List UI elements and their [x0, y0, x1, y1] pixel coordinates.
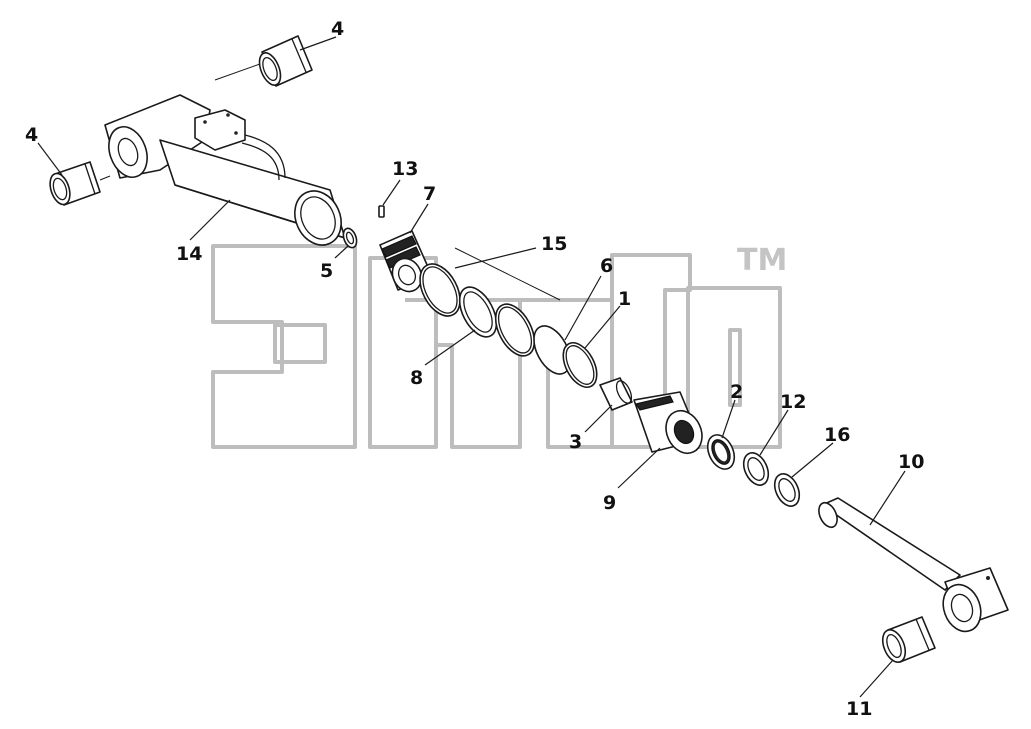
leader-lines: [37, 36, 906, 698]
gland-7: [379, 230, 433, 293]
seal-6b: [533, 325, 571, 375]
callout-9: 9: [603, 492, 616, 514]
callout-14: 14: [176, 243, 202, 265]
o-ring-1: [562, 342, 598, 388]
callout-1: 1: [618, 288, 631, 310]
watermark-letter-3: [520, 298, 614, 449]
piston-9: [633, 391, 703, 454]
pin-13: [378, 205, 385, 218]
callout-7: 7: [423, 183, 436, 205]
callout-11: 11: [846, 698, 872, 720]
callout-10: 10: [898, 451, 924, 473]
bushing-left: [49, 161, 101, 206]
callout-8: 8: [410, 367, 423, 389]
axis-line-mid: [454, 247, 561, 301]
watermark-letter-1-inner: [273, 323, 327, 364]
bushing-upper: [258, 35, 313, 87]
callouts: 4 4 13 7 14 5 15 6 1 8 2 12 16 3 9 10 11: [25, 18, 924, 720]
callout-3: 3: [569, 431, 582, 453]
callout-2: 2: [730, 381, 743, 403]
callout-16: 16: [824, 424, 850, 446]
axis-line-left: [99, 175, 111, 181]
watermark-trademark: TM: [737, 243, 787, 278]
ring-16: [773, 473, 801, 507]
watermark-logo: TM: [211, 243, 787, 449]
axis-line-upper: [214, 63, 261, 81]
watermark-letter-4: [610, 253, 692, 449]
rod-10: [818, 497, 1009, 633]
callout-5: 5: [320, 260, 333, 282]
callout-6: 6: [600, 255, 613, 277]
cylinder-barrel: [104, 94, 346, 246]
callout-13: 13: [392, 158, 418, 180]
ring-12: [742, 452, 770, 486]
spacer-3: [599, 377, 633, 411]
callout-4-upper: 4: [331, 18, 344, 40]
callout-4-left: 4: [25, 124, 38, 146]
ring-8: [458, 286, 498, 338]
bushing-11: [881, 616, 936, 664]
watermark-letter-5: [686, 286, 782, 449]
callout-15: 15: [541, 233, 567, 255]
callout-12: 12: [780, 391, 806, 413]
seal-15: [419, 263, 461, 317]
seal-6: [494, 303, 536, 357]
watermark-letter-1: [211, 244, 357, 449]
